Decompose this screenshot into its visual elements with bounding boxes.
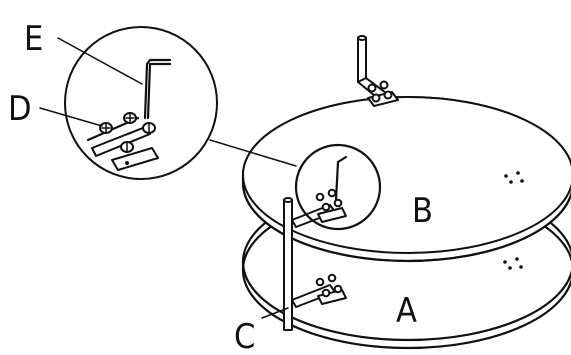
label-e: E: [24, 19, 43, 59]
detail-small-circle: [294, 143, 382, 231]
label-a: A: [396, 291, 417, 331]
disc-b-holes: [504, 171, 524, 184]
detail-large-circle: [64, 26, 218, 180]
leader-e: [57, 37, 143, 85]
detail-leader: [209, 139, 297, 167]
top-post-bracket: [357, 35, 399, 107]
label-c: C: [234, 317, 255, 355]
leader-d: [39, 107, 103, 127]
disc-a-holes: [503, 257, 523, 270]
label-b: B: [412, 191, 433, 231]
bracket-icon: [86, 116, 159, 171]
rod-c: [283, 155, 348, 331]
label-d: D: [8, 89, 32, 129]
hex-key-icon: [143, 58, 172, 120]
bolt-icon: [99, 112, 156, 165]
leader-c: [261, 307, 289, 319]
